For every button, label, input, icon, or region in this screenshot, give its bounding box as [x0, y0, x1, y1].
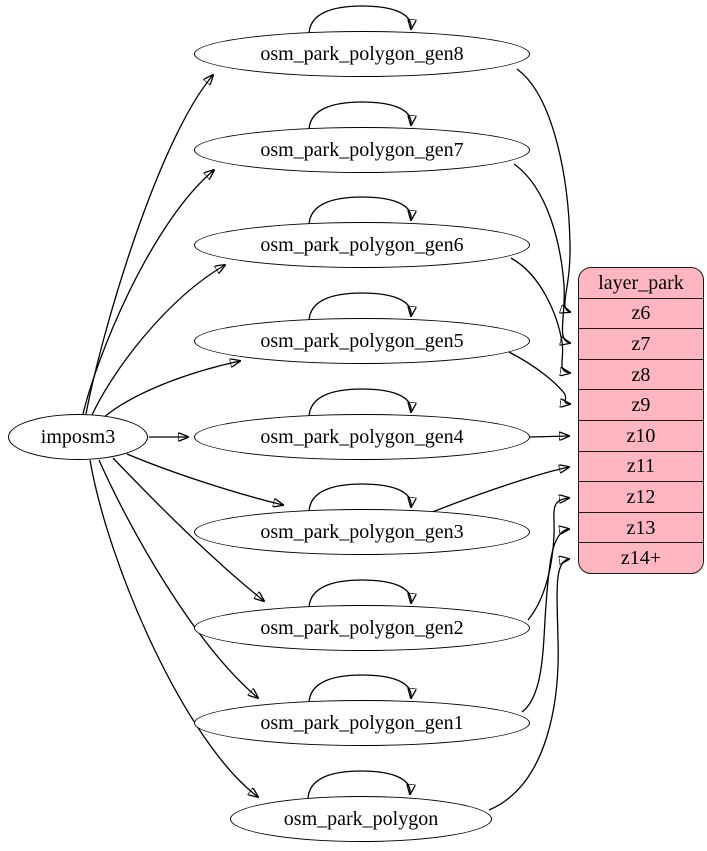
edge-imposm3-to-gen7: [82, 170, 214, 415]
self-loop-gen7: [308, 101, 411, 132]
table-row-z8: z8: [579, 358, 703, 390]
table-row-z11: z11: [579, 450, 703, 482]
node-label: osm_park_polygon_gen1: [260, 712, 464, 734]
node-imposm3-label: imposm3: [40, 426, 116, 448]
node-osm-park-polygon: osm_park_polygon: [230, 796, 492, 842]
edge-imposm3-to-gen2: [112, 457, 264, 601]
self-loop-gen8: [308, 5, 411, 36]
node-label: osm_park_polygon_gen3: [260, 521, 464, 543]
self-loop-gen3: [308, 483, 411, 514]
node-osm-park-polygon-gen3: osm_park_polygon_gen3: [194, 509, 530, 555]
node-osm-park-polygon-gen4: osm_park_polygon_gen4: [194, 414, 530, 460]
edge-imposm3-to-gen5: [101, 361, 240, 420]
self-loop-gen1: [308, 674, 411, 705]
node-label: osm_park_polygon_gen4: [260, 426, 464, 448]
table-row-z13: z13: [579, 511, 703, 543]
node-osm-park-polygon-gen7: osm_park_polygon_gen7: [194, 127, 530, 173]
edge-gen1-to-z13: [521, 529, 569, 713]
node-osm-park-polygon-gen2: osm_park_polygon_gen2: [194, 605, 530, 651]
self-loop-gen4: [308, 388, 411, 419]
node-osm-park-polygon-gen5: osm_park_polygon_gen5: [194, 318, 530, 364]
node-label: osm_park_polygon_gen2: [260, 617, 464, 639]
node-osm-park-polygon-gen1: osm_park_polygon_gen1: [194, 700, 530, 746]
table-row-z12: z12: [579, 481, 703, 512]
self-loop-gen5: [308, 292, 411, 323]
table-row-z6: z6: [579, 297, 703, 329]
edge-gen7-to-z7: [513, 163, 570, 343]
self-loop-polygon: [307, 770, 410, 801]
layer-park-table: layer_park z6 z7 z8 z9 z10 z11 z12 z13 z…: [578, 267, 704, 574]
node-label: osm_park_polygon: [283, 808, 439, 830]
edge-gen4-to-z10: [529, 436, 569, 437]
node-label: osm_park_polygon_gen7: [260, 139, 464, 161]
table-header: layer_park: [598, 271, 684, 294]
node-label: osm_park_polygon_gen8: [260, 43, 464, 65]
node-label: osm_park_polygon_gen6: [260, 234, 464, 256]
edge-gen3-to-z11: [429, 467, 569, 514]
edge-gen6-to-z8: [510, 257, 570, 373]
edge-gen8-to-z6: [516, 68, 570, 312]
node-label: osm_park_polygon_gen5: [260, 330, 464, 352]
edge-imposm3-to-gen3: [126, 453, 283, 505]
edge-imposm3-to-polygon: [89, 459, 258, 797]
node-osm-park-polygon-gen8: osm_park_polygon_gen8: [194, 31, 530, 77]
edge-gen5-to-z9: [508, 351, 570, 404]
table-row-z7: z7: [579, 328, 703, 359]
self-loop-gen6: [308, 196, 411, 227]
table-row-z9: z9: [579, 389, 703, 420]
table-row-z10: z10: [579, 419, 703, 451]
node-osm-park-polygon-gen6: osm_park_polygon_gen6: [194, 222, 530, 268]
edge-imposm3-to-gen1: [98, 459, 258, 698]
node-imposm3: imposm3: [8, 414, 148, 460]
self-loop-gen2: [308, 579, 411, 610]
table-row-z14plus: z14+: [579, 542, 703, 573]
edge-polygon-to-z14: [488, 559, 569, 811]
edge-gen2-to-z12: [527, 498, 569, 621]
edge-imposm3-to-gen6: [91, 265, 225, 416]
